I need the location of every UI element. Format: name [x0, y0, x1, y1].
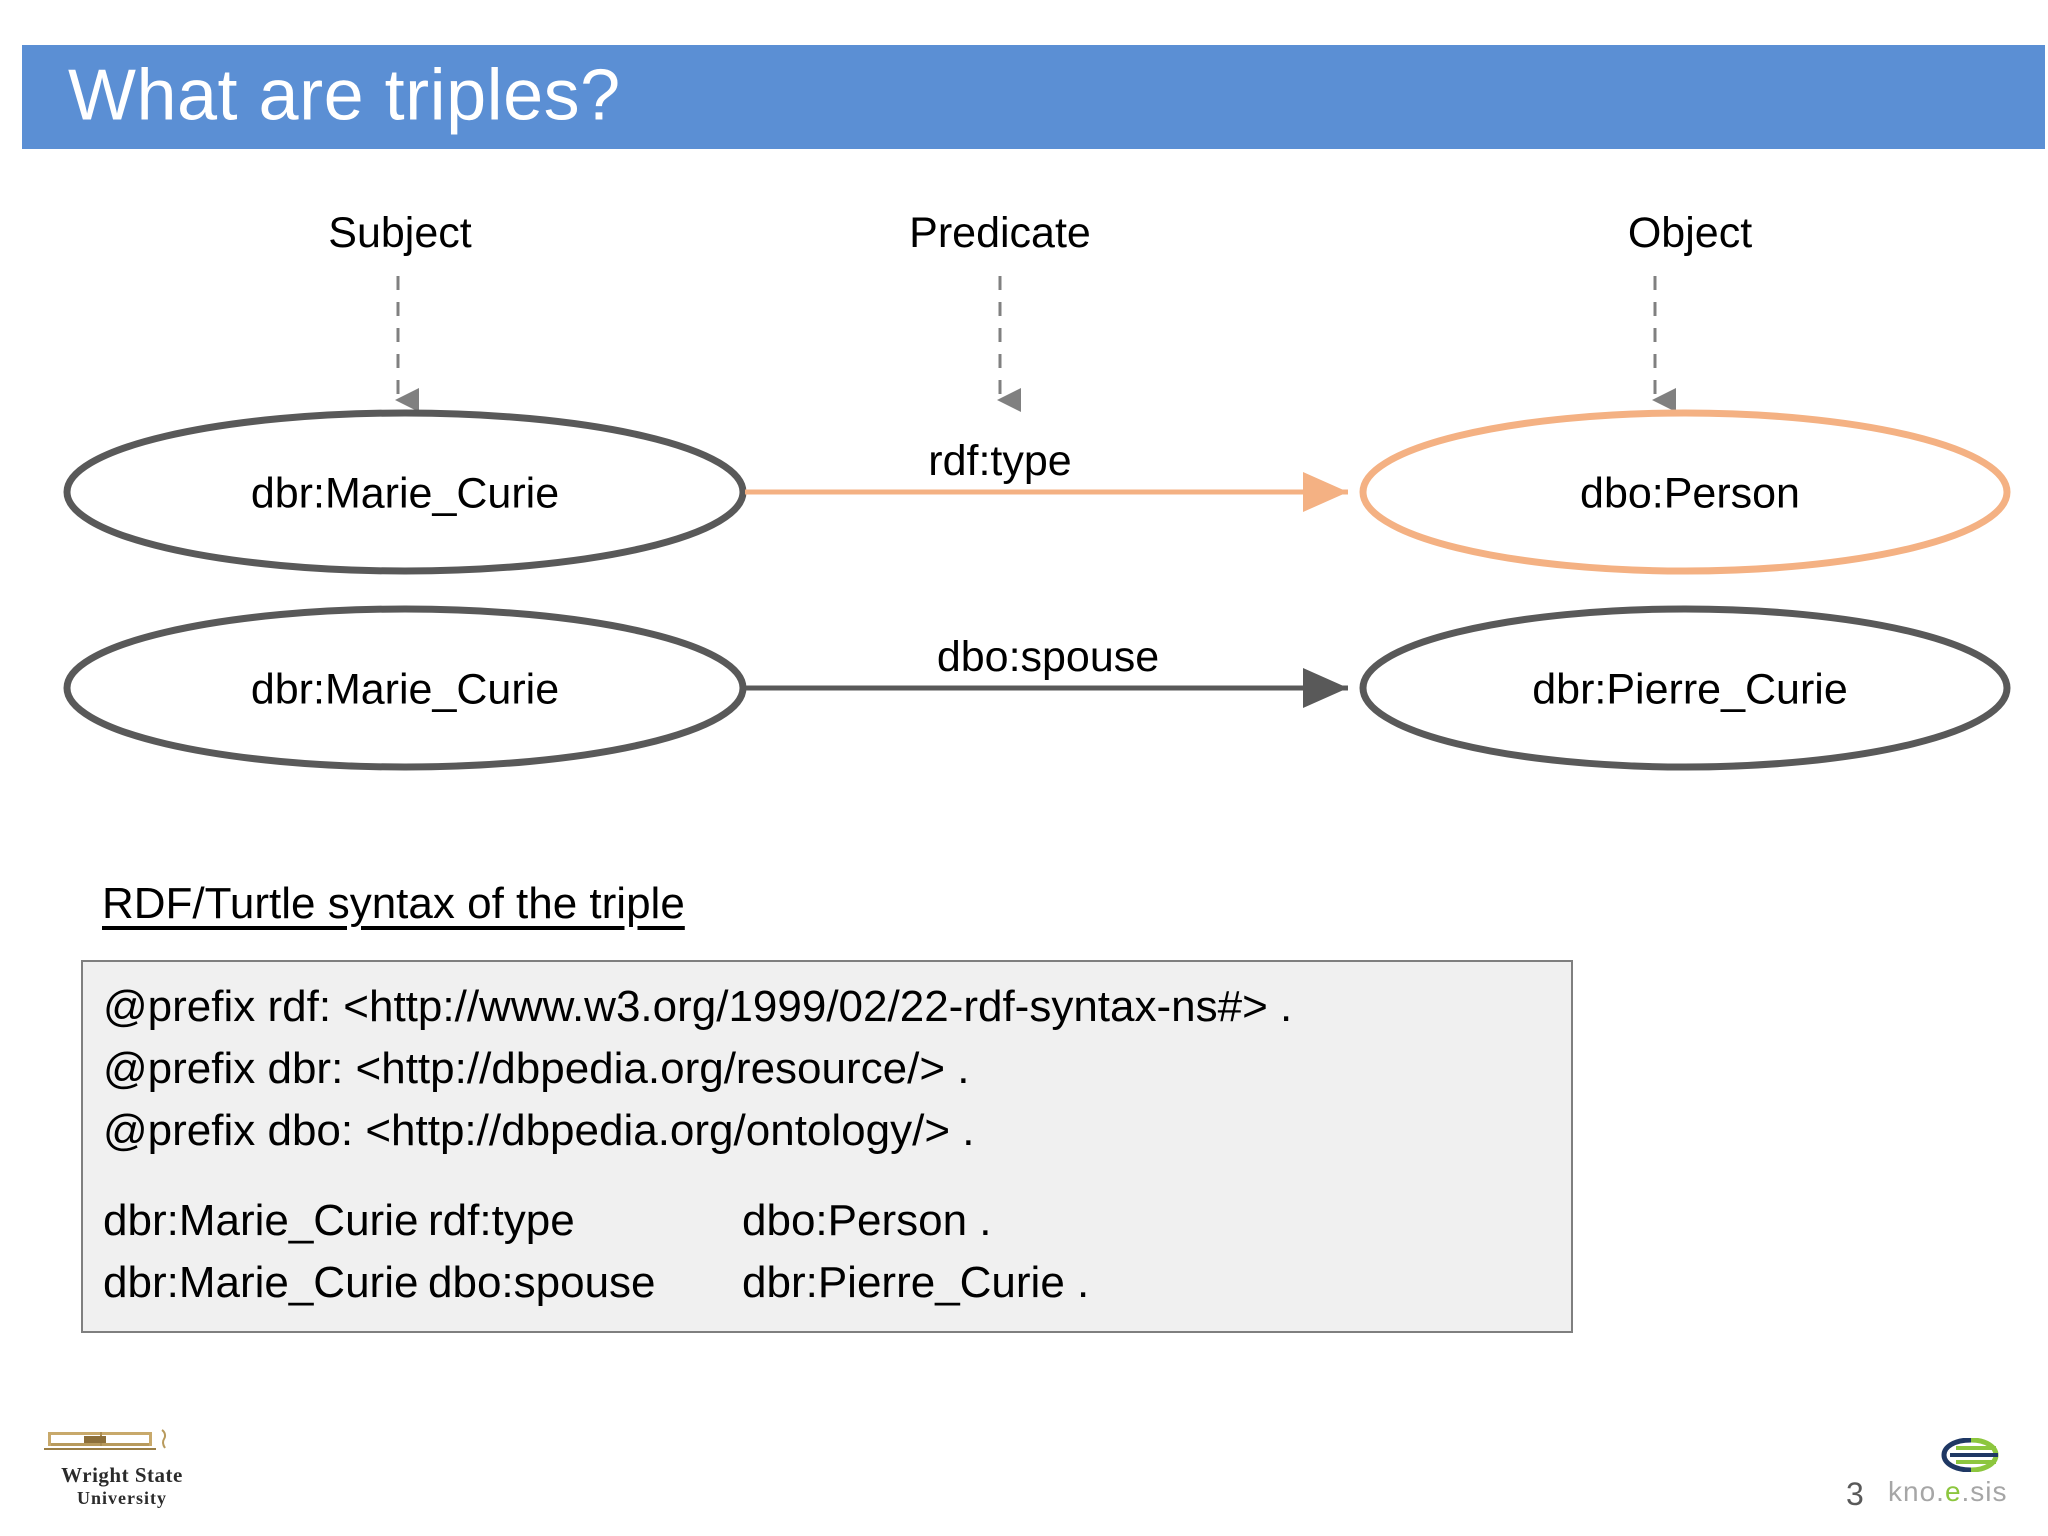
- wright-state-university-logo: Wright State University: [32, 1424, 212, 1520]
- node-label-subject-1: dbr:Marie_Curie: [250, 469, 560, 518]
- turtle-blank-line: [103, 1162, 1563, 1190]
- knoesis-e-icon: [1941, 1438, 1999, 1472]
- node-label-object-2: dbr:Pierre_Curie: [1532, 665, 1848, 714]
- turtle-code-content: @prefix rdf: <http://www.w3.org/1999/02/…: [103, 976, 1563, 1314]
- role-label-predicate: Predicate: [909, 209, 1091, 257]
- knoesis-wordmark: kno.e.sis: [1888, 1478, 2034, 1506]
- knoesis-word-part-accent: e: [1944, 1476, 1962, 1507]
- turtle-prefix-line: @prefix dbr: <http://dbpedia.org/resourc…: [103, 1044, 970, 1093]
- turtle-section-heading: RDF/Turtle syntax of the triple: [102, 879, 685, 928]
- turtle-triple-object: dbo:Person .: [742, 1196, 992, 1245]
- knoesis-word-part-1: kno.: [1888, 1476, 1945, 1507]
- wright-state-university-name: Wright State University: [32, 1463, 212, 1508]
- turtle-triple-subject: dbr:Marie_Curie: [103, 1258, 419, 1307]
- slide-title-bar: What are triples?: [22, 45, 2045, 149]
- wsu-secondary-name: University: [77, 1487, 167, 1508]
- role-label-subject: Subject: [328, 209, 472, 257]
- knoesis-word-part-2: .sis: [1961, 1476, 2008, 1507]
- knoesis-logo: kno.e.sis: [1888, 1438, 2034, 1524]
- page-title: What are triples?: [68, 55, 621, 136]
- node-label-object-1: dbo:Person: [1580, 469, 1800, 518]
- slide-page-number: 3: [1846, 1476, 1864, 1512]
- edge-label-rdf-type: rdf:type: [928, 437, 1072, 485]
- turtle-triple-predicate: rdf:type: [428, 1196, 575, 1245]
- turtle-triple-predicate: dbo:spouse: [428, 1258, 656, 1307]
- node-label-subject-2: dbr:Marie_Curie: [250, 665, 560, 714]
- wright-flyer-icon: [44, 1429, 167, 1450]
- turtle-triple-object: dbr:Pierre_Curie .: [742, 1258, 1090, 1307]
- turtle-code-box: @prefix rdf: <http://www.w3.org/1999/02/…: [81, 960, 1573, 1333]
- turtle-prefix-line: @prefix dbo: <http://dbpedia.org/ontolog…: [103, 1106, 975, 1155]
- wsu-primary-name: Wright State: [61, 1463, 183, 1487]
- edge-label-dbo-spouse: dbo:spouse: [936, 633, 1160, 681]
- turtle-triple-subject: dbr:Marie_Curie: [103, 1196, 419, 1245]
- turtle-prefix-line: @prefix rdf: <http://www.w3.org/1999/02/…: [103, 982, 1293, 1031]
- role-label-object: Object: [1627, 209, 1753, 257]
